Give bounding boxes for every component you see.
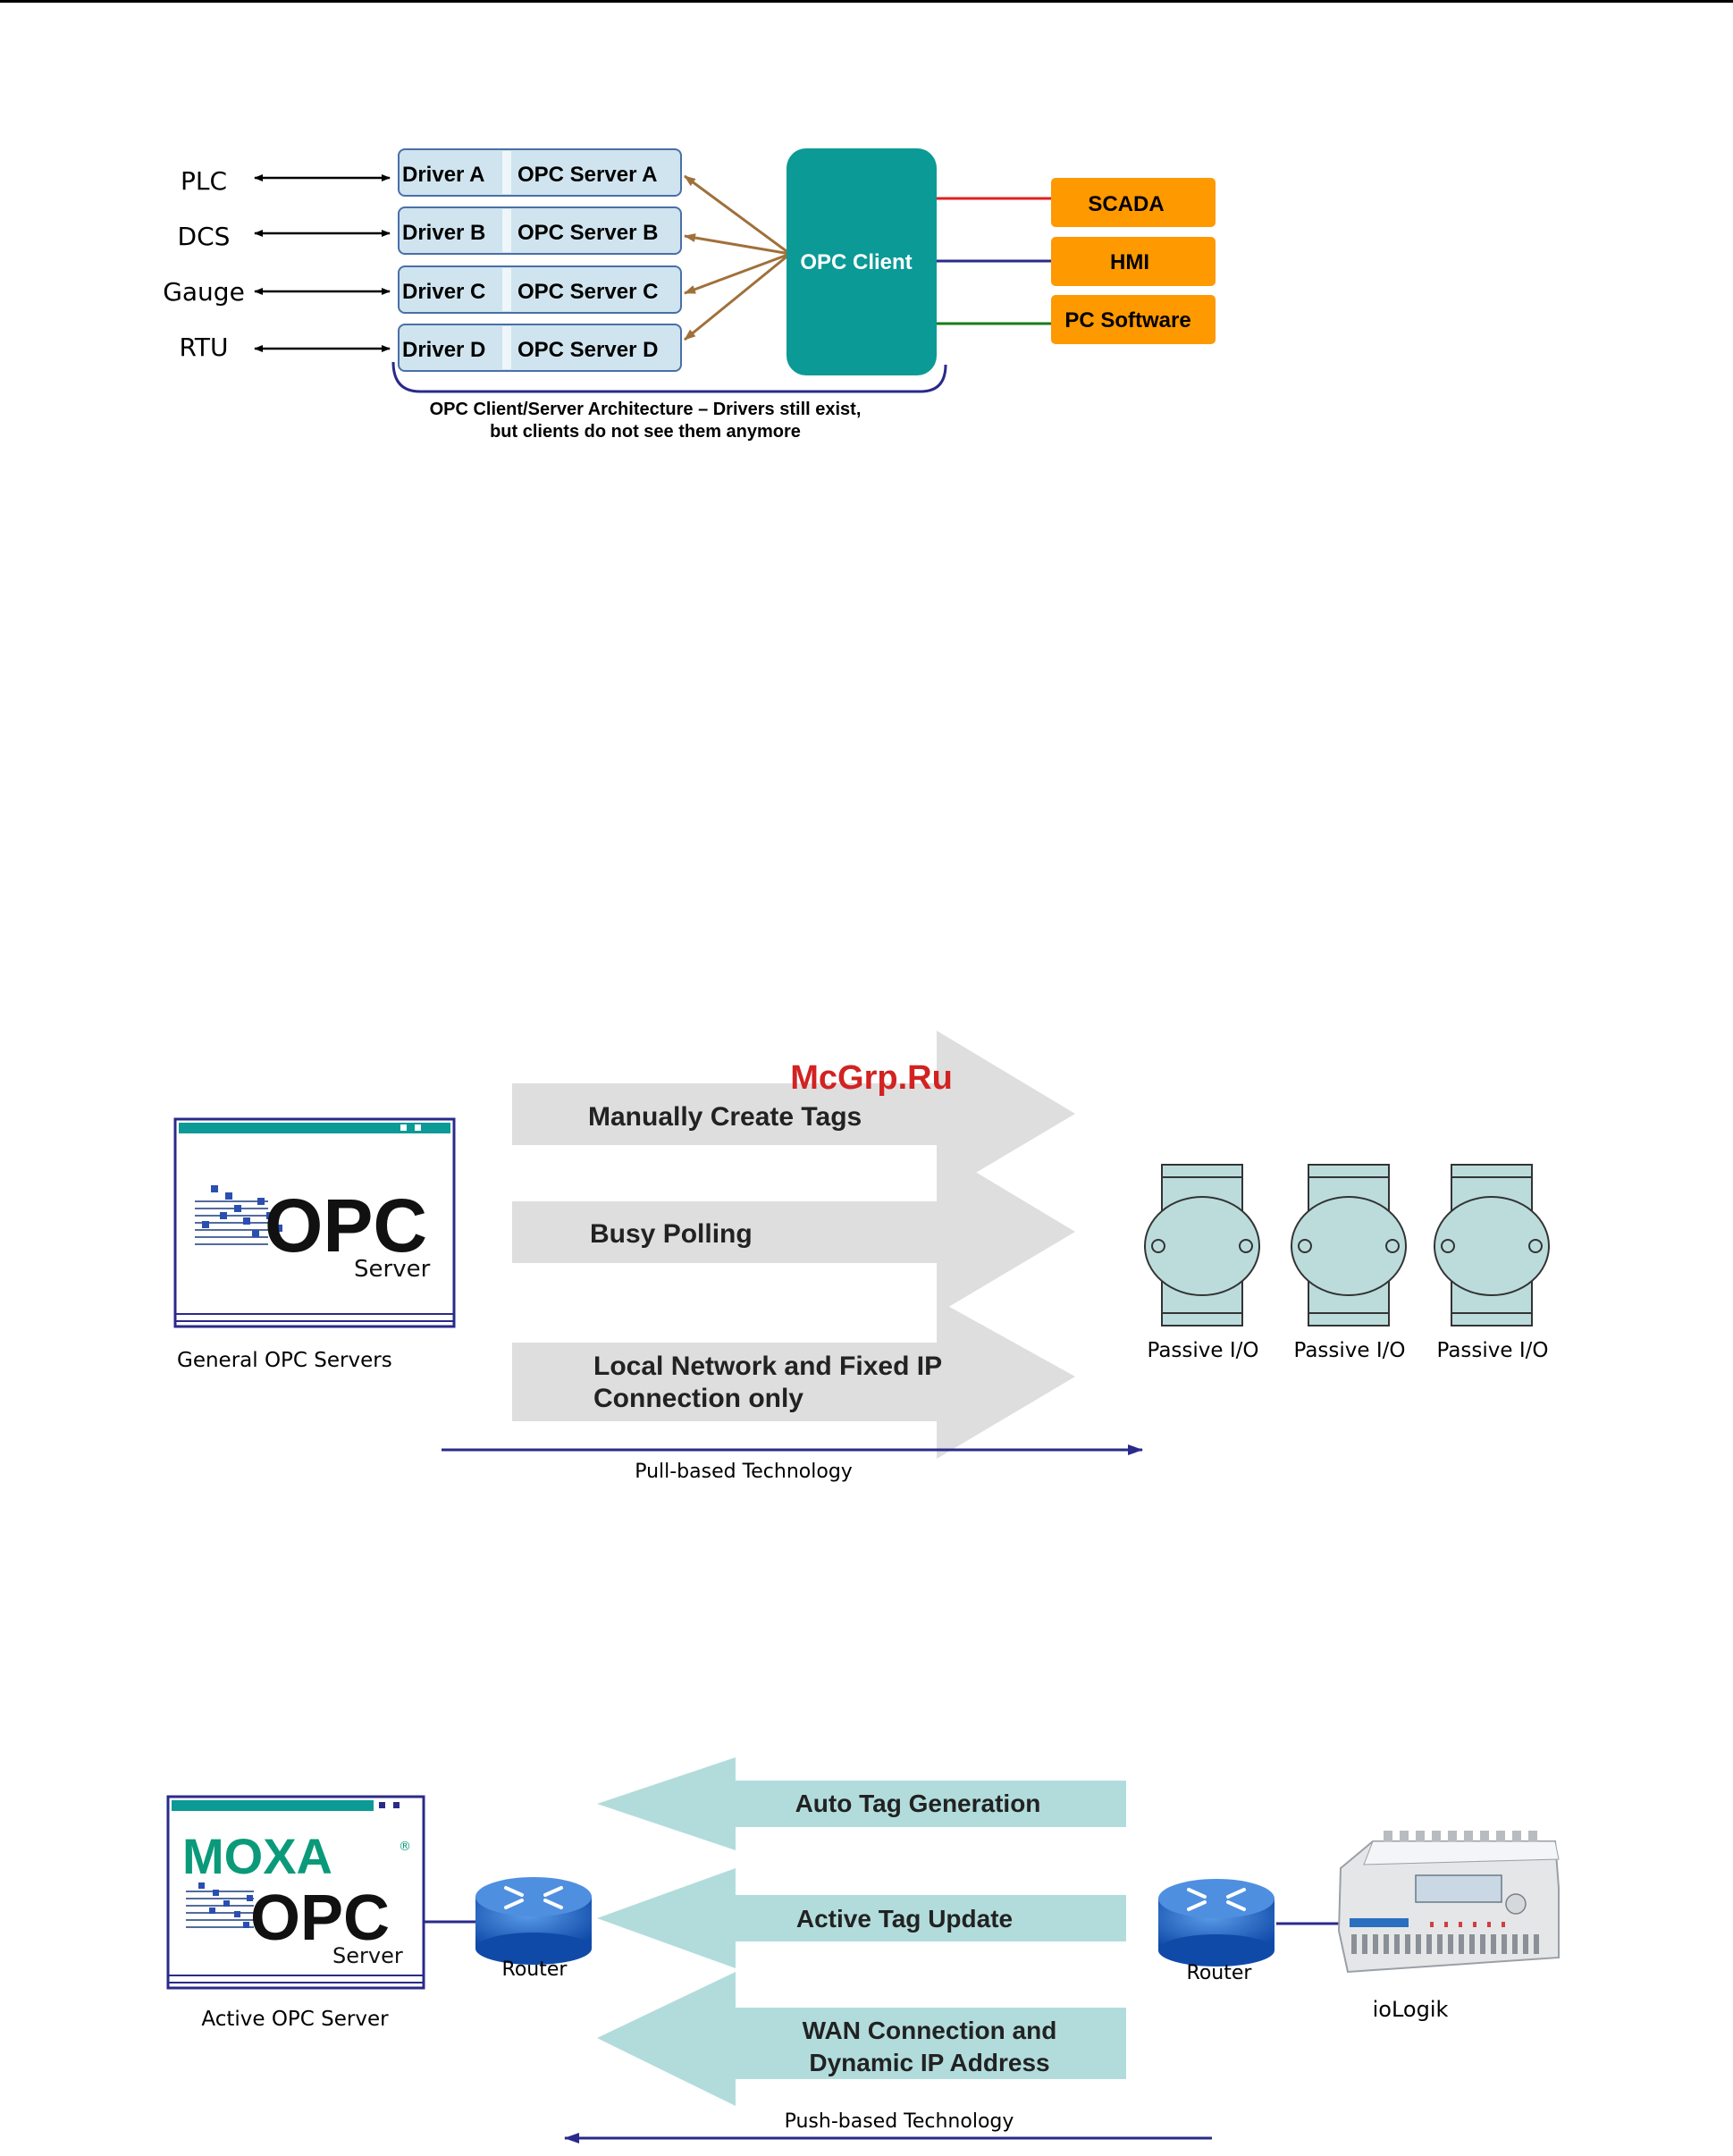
arrow-manually-create-tags bbox=[512, 1031, 1075, 1196]
opc-logo-icon: OPC Server bbox=[186, 1882, 403, 1968]
opc-logo-text: OPC bbox=[250, 1882, 390, 1954]
push-based-diagram: Auto Tag Generation Active Tag Update WA… bbox=[166, 1757, 1560, 2143]
arrow-wan-connection bbox=[597, 1972, 1126, 2106]
scada-label: SCADA bbox=[1088, 192, 1164, 216]
opc-server-label: OPC Server A bbox=[517, 163, 658, 187]
driver-label: Driver C bbox=[402, 280, 485, 304]
hmi-box bbox=[1051, 237, 1216, 286]
driver-server-row-a: Driver A OPC Server A bbox=[398, 148, 682, 197]
iologik-device-icon bbox=[1337, 1831, 1560, 1974]
watermark-text: McGrp.Ru bbox=[790, 1059, 953, 1097]
arrow-label: Local Network and Fixed IP bbox=[593, 1352, 942, 1381]
driver-label: Driver B bbox=[402, 221, 485, 245]
pc-software-box bbox=[1051, 295, 1216, 344]
driver-server-row-d: Driver D OPC Server D bbox=[398, 324, 682, 372]
scada-box bbox=[1051, 178, 1216, 227]
router-icon bbox=[1158, 1879, 1275, 1967]
active-opc-server-caption: Active OPC Server bbox=[201, 2008, 389, 2031]
router-label-left: Router bbox=[502, 1958, 568, 1981]
arrow-local-network bbox=[512, 1300, 1075, 1459]
pull-based-diagram: Manually Create Tags Busy Polling Local … bbox=[173, 1031, 1550, 1483]
opc-logo-subtext: Server bbox=[332, 1943, 403, 1968]
driver-server-row-b: Driver B OPC Server B bbox=[398, 206, 682, 255]
driver-label: Driver A bbox=[402, 163, 484, 187]
device-label-plc: PLC bbox=[181, 166, 227, 196]
driver-server-row-c: Driver C OPC Server C bbox=[398, 265, 682, 314]
push-based-caption: Push-based Technology bbox=[785, 2110, 1014, 2133]
driver-label: Driver D bbox=[402, 338, 485, 362]
arrow-label: Manually Create Tags bbox=[588, 1102, 862, 1132]
opc-logo-icon: OPC Server bbox=[195, 1183, 431, 1283]
page-top-rule bbox=[0, 0, 1733, 3]
opc-server-label: OPC Server B bbox=[517, 221, 658, 245]
registered-mark: ® bbox=[399, 1840, 411, 1854]
arrow-label: Active Tag Update bbox=[796, 1905, 1013, 1933]
opc-logo-text: OPC bbox=[265, 1183, 427, 1267]
architecture-caption-line-1: OPC Client/Server Architecture – Drivers… bbox=[430, 400, 862, 419]
device-label-rtu: RTU bbox=[179, 333, 228, 362]
moxa-logo-text: MOXA bbox=[182, 1828, 332, 1884]
arrow-label: Busy Polling bbox=[590, 1219, 753, 1249]
client-server-arrows bbox=[684, 174, 791, 341]
grouping-brace bbox=[391, 361, 947, 393]
pc-software-label: PC Software bbox=[1064, 308, 1190, 333]
arrow-auto-tag-generation bbox=[597, 1757, 1126, 1850]
arrow-active-tag-update bbox=[597, 1868, 1126, 1968]
opc-logo-subtext: Server bbox=[354, 1256, 431, 1283]
device-label-gauge: Gauge bbox=[163, 277, 245, 307]
router-icon bbox=[475, 1877, 592, 1965]
opc-architecture-diagram: PLC DCS Gauge RTU Driver A OPC Server A … bbox=[163, 148, 1216, 442]
arrow-label: WAN Connection and bbox=[803, 2017, 1057, 2044]
arrow-label: Auto Tag Generation bbox=[795, 1790, 1041, 1817]
passive-io-label: Passive I/O bbox=[1148, 1339, 1259, 1362]
general-opc-server-window: OPC Server bbox=[173, 1117, 456, 1328]
passive-io-device bbox=[1434, 1164, 1550, 1326]
arrow-label: Connection only bbox=[593, 1384, 803, 1413]
device-label-dcs: DCS bbox=[178, 222, 231, 251]
hmi-label: HMI bbox=[1110, 250, 1149, 274]
opc-client-label: OPC Client bbox=[800, 250, 912, 274]
opc-server-label: OPC Server C bbox=[517, 280, 658, 304]
passive-io-label: Passive I/O bbox=[1294, 1339, 1406, 1362]
passive-io-device bbox=[1144, 1164, 1260, 1326]
opc-client-box bbox=[787, 148, 937, 375]
passive-io-device bbox=[1291, 1164, 1407, 1326]
opc-server-label: OPC Server D bbox=[517, 338, 658, 362]
general-opc-servers-caption: General OPC Servers bbox=[177, 1349, 392, 1372]
architecture-caption-line-2: but clients do not see them anymore bbox=[490, 422, 801, 442]
active-opc-server-window: MOXA ® OPC Server bbox=[166, 1795, 425, 1990]
passive-io-label: Passive I/O bbox=[1437, 1339, 1549, 1362]
iologik-caption: ioLogik bbox=[1373, 1997, 1449, 2022]
arrow-label: Dynamic IP Address bbox=[809, 2049, 1049, 2076]
router-label-right: Router bbox=[1187, 1962, 1253, 1984]
pull-based-caption: Pull-based Technology bbox=[635, 1461, 853, 1483]
arrow-busy-polling bbox=[512, 1149, 1075, 1314]
